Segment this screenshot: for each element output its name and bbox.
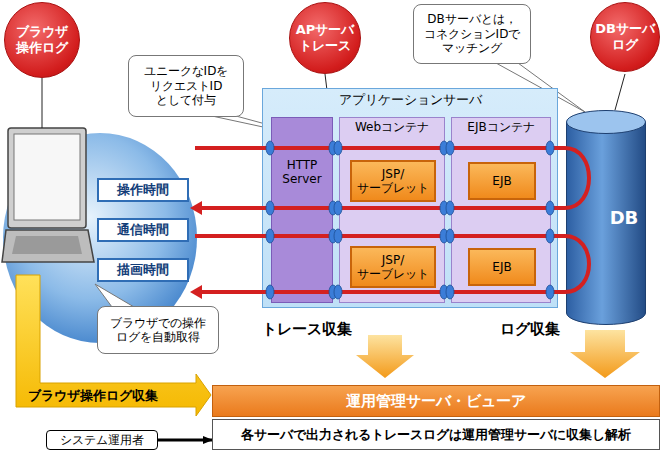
server-box: アプリケーションサーバ HTTP Server Webコンテナ JSP/ サーブレット… <box>262 88 558 308</box>
laptop-icon <box>2 128 94 262</box>
node-text: アプリケーションサーバ <box>339 92 482 108</box>
metric-box: 描画時間 <box>97 258 189 282</box>
metric-box: 通信時間 <box>97 218 189 242</box>
database-cylinder: DB <box>566 110 646 325</box>
trace-point <box>334 141 342 155</box>
trace-point <box>546 285 554 299</box>
request-line <box>195 236 589 292</box>
node-text: 各サーバで出力されるトレースログは運用管理サーバに収集し解析 <box>241 427 631 443</box>
metric-box: 操作時間 <box>97 178 189 202</box>
trace-point <box>446 201 454 215</box>
caption-label: ログ収集 <box>500 320 560 339</box>
node-text: DBサーバ ログ <box>595 21 655 52</box>
leader-line <box>615 74 625 110</box>
operator-box: システム運用者 <box>46 430 158 450</box>
trace-point <box>266 141 274 155</box>
node-text: DBサーバとは， コネクションIDで マッチング <box>420 12 524 55</box>
callout-box: ブラウザでの操作 ログを自動取得 <box>97 306 219 354</box>
node-text: システム運用者 <box>60 433 144 447</box>
caption-label: ブラウザ操作ログ収集 <box>28 387 158 405</box>
trace-point <box>334 229 342 243</box>
component-box: JSP/ サーブレット <box>350 160 436 202</box>
node-text: HTTP Server <box>272 158 332 187</box>
callout-tail <box>95 284 134 307</box>
trace-point <box>266 229 274 243</box>
log-circle: APサーバ トレース <box>289 2 361 74</box>
node-text: EJBコンテナ <box>467 120 534 134</box>
log-circle: ブラウザ 操作ログ <box>4 2 80 78</box>
callout-box: DBサーバとは， コネクションIDで マッチング <box>413 4 531 64</box>
node-text: DB <box>610 207 639 229</box>
trace-point <box>334 201 342 215</box>
trace-point <box>266 201 274 215</box>
connector-arrow <box>158 439 212 442</box>
node-text: APサーバ トレース <box>296 22 355 53</box>
leader-line <box>42 78 43 128</box>
component-box: EJB <box>468 248 536 286</box>
trace-point <box>334 285 342 299</box>
request-line <box>195 148 589 208</box>
node-text: ユニークなIDを リクエストID として付与 <box>135 64 237 107</box>
node-text: ブラウザ 操作ログ <box>11 24 73 55</box>
node-text: JSP/ サーブレット <box>354 167 432 196</box>
trace-point <box>546 201 554 215</box>
trace-point <box>446 229 454 243</box>
collect-arrow <box>570 330 640 378</box>
trace-point <box>546 141 554 155</box>
callout-box: ユニークなIDを リクエストID として付与 <box>128 55 244 117</box>
trace-points <box>266 141 554 299</box>
node-text: 通信時間 <box>117 222 169 238</box>
note-box: 各サーバで出力されるトレースログは運用管理サーバに収集し解析 <box>212 419 660 450</box>
arrow-head <box>190 201 202 215</box>
trace-point <box>446 285 454 299</box>
node-text: JSP/ サーブレット <box>354 253 432 282</box>
component-box: JSP/ サーブレット <box>350 246 436 288</box>
node-text: EJB <box>492 260 511 274</box>
node-text: 運用管理サーバ・ビューア <box>346 392 526 410</box>
component-box: EJB <box>468 162 536 200</box>
trace-point <box>546 229 554 243</box>
node-text: Webコンテナ <box>355 120 429 134</box>
collect-arrow <box>356 335 414 378</box>
caption-label: トレース収集 <box>262 320 352 339</box>
trace-point <box>446 141 454 155</box>
node-text: ブラウザでの操作 ログを自動取得 <box>104 316 212 345</box>
arrow-head <box>190 285 202 299</box>
viewer-bar: 運用管理サーバ・ビューア <box>212 385 660 417</box>
log-circle: DBサーバ ログ <box>590 2 660 72</box>
trace-point <box>266 285 274 299</box>
node-text: 描画時間 <box>117 262 169 278</box>
node-text: 操作時間 <box>117 182 169 198</box>
node-text: EJB <box>492 174 511 188</box>
